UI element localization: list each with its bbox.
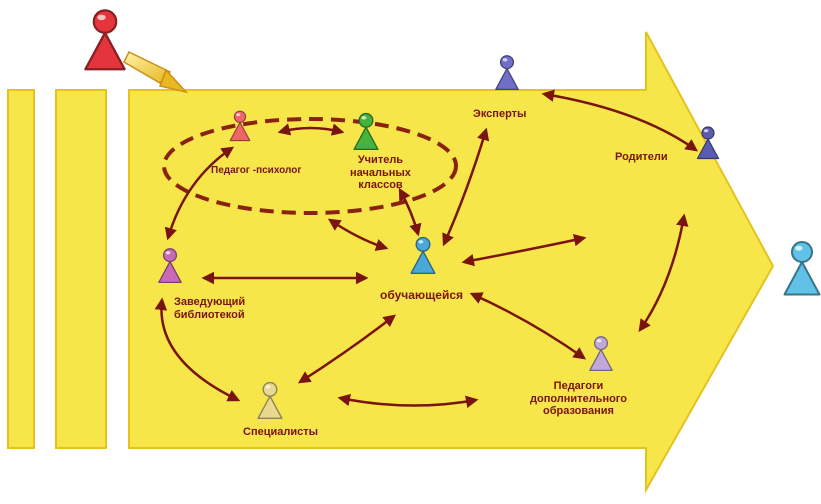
label-librarian-line-2: библиотекой [174,308,245,321]
label-additional-line-1: Педагоги [553,380,604,392]
link-specialists-additional [337,393,479,408]
link-student-parents [461,233,587,267]
connections [154,89,699,408]
student-person-icon [410,236,436,274]
link-student-specialists [297,314,396,384]
label-parents: Родители [615,151,668,163]
top-person-person-icon [84,9,126,71]
label-librarian: Заведующий библиотекой [174,296,245,321]
label-teacher-line-1: Учитель [357,154,404,166]
link-parents-additional [638,213,689,333]
label-student: обучающейся [380,288,463,302]
label-additional-line-2: дополнительного [530,392,627,405]
additional-teachers-person-icon [589,336,613,372]
label-experts: Эксперты [473,108,527,120]
teacher-person-icon [353,112,379,150]
label-additional-line-3: образования [543,405,614,418]
link-experts-student [442,127,490,247]
librarian-person-icon [158,248,182,284]
specialists-person-icon [257,381,283,419]
label-additional-teachers: Педагоги дополнительного образования [530,380,627,418]
left-bar-1 [7,89,35,449]
pen-arrow-icon [123,51,189,94]
link-psychologist-teacher [277,123,345,136]
psychologist-person-icon [229,110,251,142]
left-bar-2 [55,89,107,449]
link-student-additional [469,292,587,360]
link-teacher-student [398,187,422,237]
label-specialists: Специалисты [243,426,318,438]
link-psychologist-librarian [164,146,235,241]
label-teacher-line-2: начальных [350,166,411,179]
link-librarian-specialists [154,297,241,402]
parents-person-icon [696,126,720,160]
link-oval-student [327,218,389,252]
big-arrow [128,31,775,494]
experts-person-icon [495,55,519,91]
label-teacher: Учитель начальных классов [350,154,411,192]
link-experts-parents [541,89,699,152]
label-psychologist: Педагог -психолог [211,165,302,176]
label-teacher-line-3: классов [358,179,403,192]
label-librarian-line-1: Заведующий [174,296,246,308]
outcome-person-person-icon [783,241,821,296]
